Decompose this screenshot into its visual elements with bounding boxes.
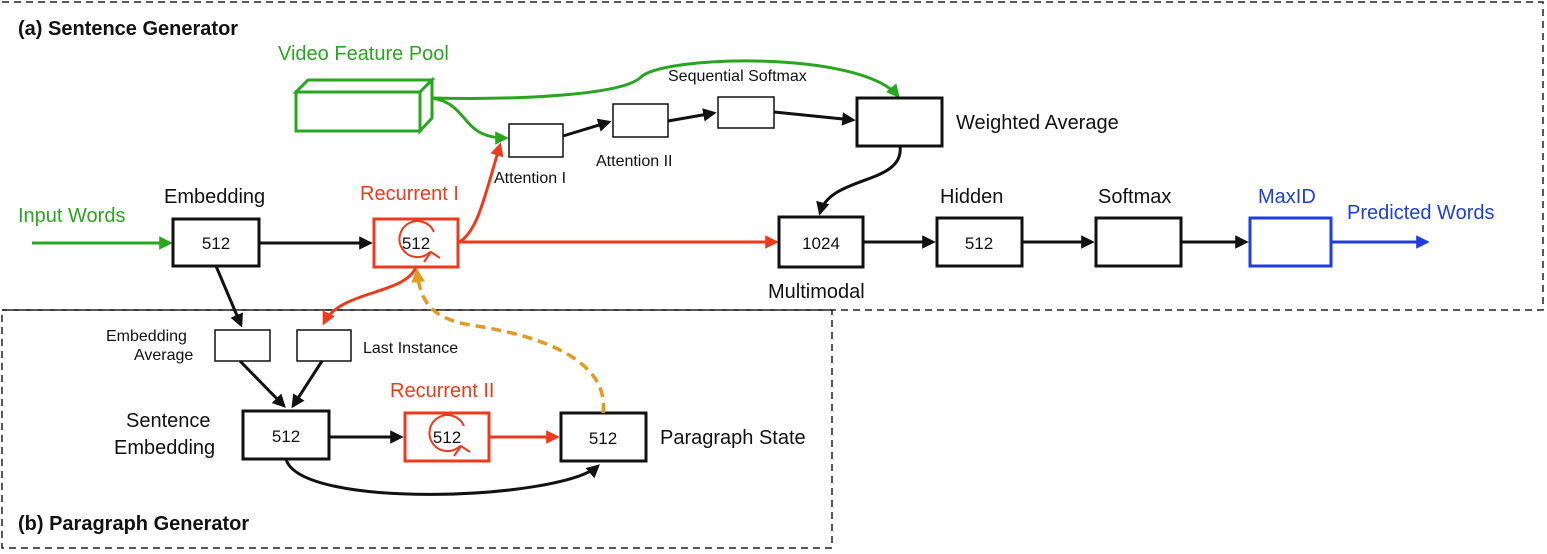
sentence-embedding-box	[241, 409, 331, 461]
input-words-label: Input Words	[18, 205, 125, 227]
arrow-sentence-embedding-to-paragraph-state	[284, 458, 601, 496]
recurrent-2-loop-icon	[428, 414, 465, 453]
sentence-embedding-value: 512	[272, 427, 300, 446]
paragraph-state-value: 512	[589, 429, 617, 448]
last-instance-box	[296, 329, 352, 362]
arrow-embedding-average-to-sentence-embedding	[238, 359, 286, 408]
arrow-attention-2-to-softmax	[667, 108, 717, 123]
paragraph-state-label: Paragraph State	[660, 427, 806, 449]
embedding-average-label-2: Average	[134, 347, 193, 364]
last-instance-label: Last Instance	[363, 340, 458, 357]
attention-1-box	[508, 123, 564, 158]
recurrent-2-loop-arrowhead	[453, 444, 471, 457]
recurrent-1-value: 512	[402, 234, 430, 253]
arrow-paragraph-state-to-recurrent-1	[411, 268, 606, 414]
weighted-average-box	[855, 96, 944, 148]
maxid-label: MaxID	[1258, 186, 1316, 208]
video-feature-pool-label: Video Feature Pool	[278, 43, 449, 65]
paragraph-generator-title: (b) Paragraph Generator	[18, 513, 249, 535]
paragraph-state-box	[559, 411, 648, 463]
attention-1-label: Attention I	[494, 170, 566, 187]
recurrent-1-loop-arrowhead	[423, 250, 441, 263]
sentence-generator-title: (a) Sentence Generator	[18, 18, 238, 40]
softmax-box	[1094, 216, 1183, 268]
recurrent-2-label: Recurrent II	[390, 380, 494, 402]
recurrent-1-label: Recurrent I	[360, 183, 459, 205]
arrow-attention-1-to-2	[562, 118, 612, 138]
arrow-last-instance-to-sentence-embedding	[291, 360, 324, 409]
hidden-value: 512	[965, 234, 993, 253]
paragraph-generator-frame	[1, 309, 833, 549]
hidden-label: Hidden	[940, 186, 1003, 208]
embedding-average-label-1: Embedding	[106, 328, 187, 345]
arrow-embedding-to-embedding-average	[214, 265, 244, 328]
sequential-softmax-box	[717, 96, 775, 129]
arrow-weighted-average-to-multimodal	[816, 145, 902, 216]
sentence-embedding-label-2: Embedding	[114, 437, 215, 459]
recurrent-1-box	[372, 217, 460, 269]
attention-2-box	[612, 103, 669, 138]
arrow-recurrent-1-to-last-instance	[322, 266, 418, 326]
recurrent-2-box	[403, 411, 491, 463]
multimodal-value: 1024	[802, 234, 840, 253]
arrow-recurrent-1-to-attention-1	[457, 142, 504, 245]
recurrent-1-loop-icon	[398, 220, 435, 259]
softmax-label: Softmax	[1098, 186, 1171, 208]
sentence-embedding-label-1: Sentence	[126, 410, 211, 432]
weighted-average-label: Weighted Average	[956, 112, 1119, 134]
attention-2-label: Attention II	[596, 153, 673, 170]
hidden-box	[935, 216, 1024, 268]
maxid-box	[1248, 216, 1333, 268]
predicted-words-label: Predicted Words	[1347, 202, 1494, 224]
recurrent-2-value: 512	[433, 428, 461, 447]
embedding-value: 512	[202, 234, 230, 253]
embedding-label: Embedding	[164, 186, 265, 208]
arrow-pool-to-attention-1	[431, 96, 509, 145]
multimodal-label: Multimodal	[768, 281, 865, 303]
sequential-softmax-label: Sequential Softmax	[668, 68, 807, 85]
video-feature-pool-block	[292, 76, 436, 135]
arrow-pool-to-weighted-average	[431, 59, 900, 100]
arrow-softmax-to-weighted-average	[773, 110, 856, 126]
embedding-average-box	[214, 329, 271, 362]
